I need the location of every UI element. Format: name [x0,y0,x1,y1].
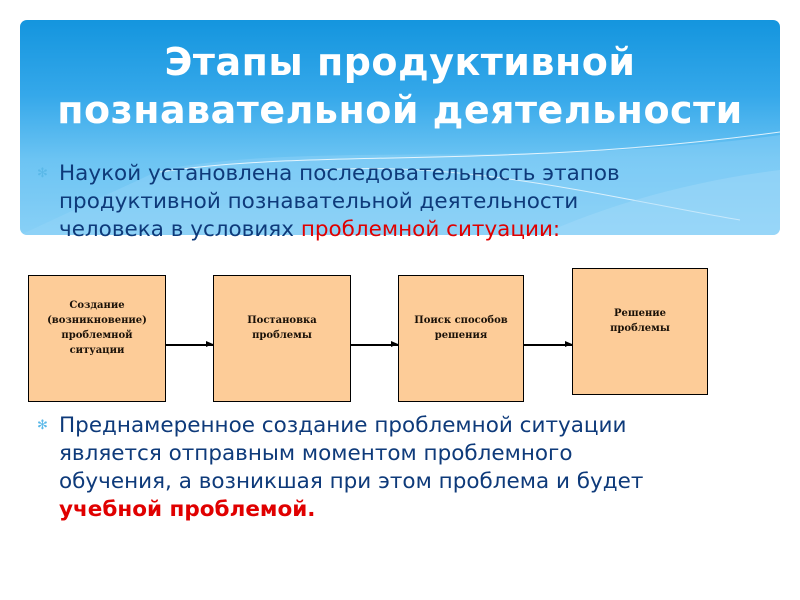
title-banner [20,20,780,235]
conclusion-highlight: учебной проблемой. [59,497,316,522]
conclusion-line-2: является отправным моментом проблемного [59,441,573,466]
diagram-box-solution: Решение проблемы [572,268,708,395]
box-text: Создание [69,300,125,311]
conclusion-paragraph: Преднамеренное создание проблемной ситуа… [59,412,643,524]
diagram-box-creation: Создание (возникновение) проблемной ситу… [28,275,166,402]
title-line-2: познавательной деятельности [57,88,743,132]
wave-decoration [20,131,780,235]
title-line-1: Этапы продуктивной [164,40,636,84]
flow-arrow [351,341,398,347]
intro-line-3: человека в условиях [59,217,301,242]
asterisk-bullet-icon: ✻ [37,166,48,181]
conclusion-line-3: обучения, а возникшая при этом проблема … [59,469,644,494]
slide-title: Этапы продуктивной познавательной деятел… [20,38,780,134]
box-text: (возникновение) [47,315,147,326]
box-text: проблемной [61,330,133,341]
intro-line-1: Наукой установлена последовательность эт… [59,161,620,186]
flow-arrow [166,341,213,347]
conclusion-line-1: Преднамеренное создание проблемной ситуа… [59,413,627,438]
box-text: Постановка [247,315,317,326]
box-text: ситуации [69,345,125,356]
intro-paragraph: Наукой установлена последовательность эт… [59,160,620,244]
flow-arrow [524,341,572,347]
box-text: проблемы [610,323,670,334]
intro-line-2: продуктивной познавательной деятельности [59,189,579,214]
box-text: решения [434,330,488,341]
box-text: Поиск способов [414,315,508,326]
diagram-box-search: Поиск способов решения [398,275,524,402]
box-text: проблемы [252,330,312,341]
asterisk-bullet-icon: ✻ [37,418,48,433]
intro-highlight: проблемной ситуации: [300,217,561,242]
diagram-box-statement: Постановка проблемы [213,275,351,402]
box-text: Решение [613,308,667,319]
